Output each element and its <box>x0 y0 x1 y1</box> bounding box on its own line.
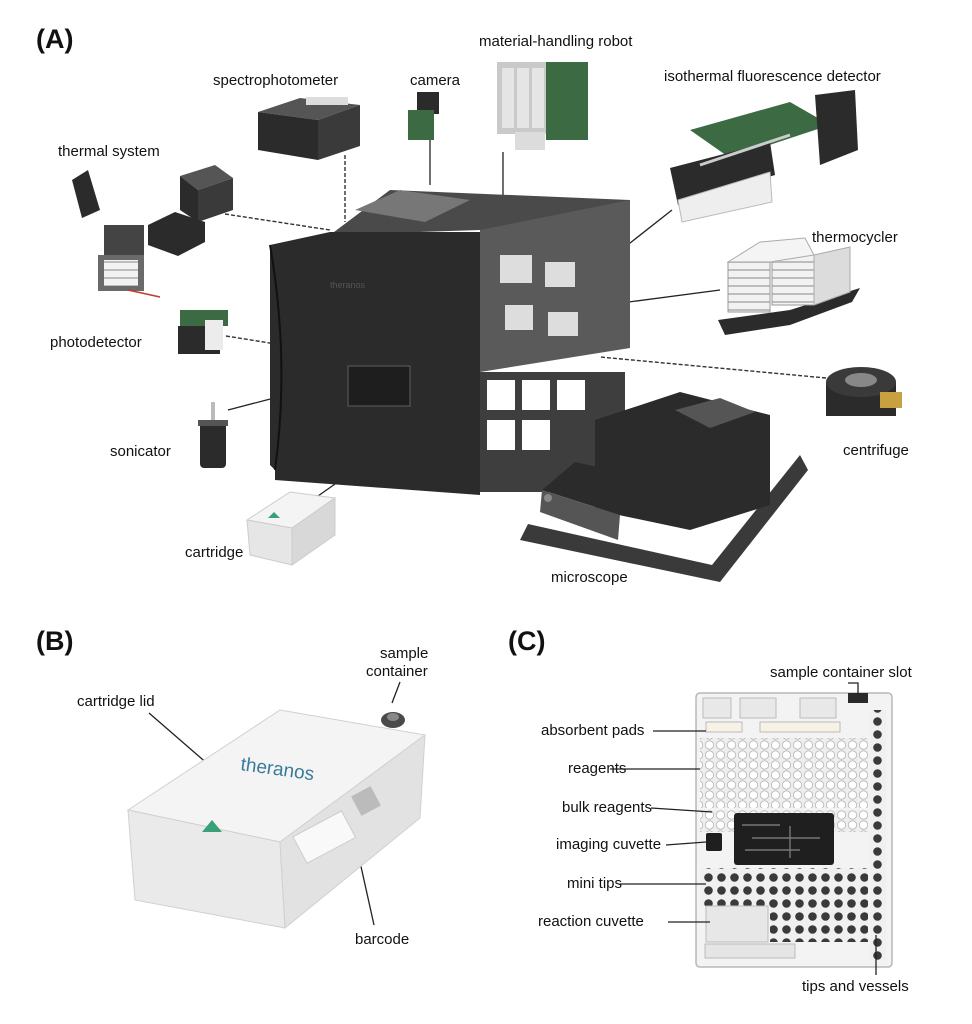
panel-c-label: (C) <box>508 626 545 656</box>
label-bulk-reagents: bulk reagents <box>562 799 652 816</box>
microscope-image <box>520 392 808 582</box>
isothermal-fluorescence-detector-image <box>670 90 858 223</box>
label-barcode: barcode <box>355 931 409 948</box>
label-cartridge: cartridge <box>185 544 243 561</box>
label-absorbent-pads: absorbent pads <box>541 722 644 739</box>
label-sample-line1: sample <box>380 645 428 662</box>
panel-a: (A) theranos <box>36 24 909 586</box>
cartridge-closeup-image: theranos <box>126 709 427 930</box>
label-mini-tips: mini tips <box>567 875 622 892</box>
brand-mark: theranos <box>330 280 366 290</box>
label-tips-and-vessels: tips and vessels <box>802 978 909 995</box>
label-thermocycler: thermocycler <box>812 229 898 246</box>
label-sonicator: sonicator <box>110 443 171 460</box>
label-sample-container-slot: sample container slot <box>770 664 913 681</box>
label-cartridge-lid: cartridge lid <box>77 693 155 710</box>
main-instrument-chassis: theranos <box>269 190 630 495</box>
label-material-handling-robot: material-handling robot <box>479 33 633 50</box>
centrifuge-image <box>826 367 902 416</box>
cartridge-top-view-image <box>695 692 893 968</box>
label-camera: camera <box>410 72 461 89</box>
panel-b-label: (B) <box>36 626 73 656</box>
label-spectrophotometer: spectrophotometer <box>213 72 338 89</box>
leader-lines-c <box>610 682 877 975</box>
label-imaging-cuvette: imaging cuvette <box>556 836 661 853</box>
panel-a-label: (A) <box>36 24 73 54</box>
sonicator-image <box>198 402 228 468</box>
label-sample-line2: container <box>366 663 428 680</box>
label-centrifuge: centrifuge <box>843 442 909 459</box>
cartridge-image <box>245 491 337 566</box>
spectrophotometer-image <box>258 97 360 160</box>
label-microscope: microscope <box>551 569 628 586</box>
thermal-system-image <box>72 165 233 298</box>
label-isothermal-fluorescence-detector: isothermal fluorescence detector <box>664 68 881 85</box>
label-reaction-cuvette: reaction cuvette <box>538 913 644 930</box>
photodetector-image <box>178 310 228 354</box>
panel-c: (C) sample container slot absorbent pads… <box>508 626 913 995</box>
panel-b: (B) sample container cartridge lid barco… <box>36 626 428 948</box>
camera-image <box>408 92 439 140</box>
thermocycler-image <box>718 237 860 335</box>
label-photodetector: photodetector <box>50 334 142 351</box>
label-thermal-system: thermal system <box>58 143 160 160</box>
label-reagents: reagents <box>568 760 626 777</box>
material-handling-robot-image <box>497 62 588 150</box>
